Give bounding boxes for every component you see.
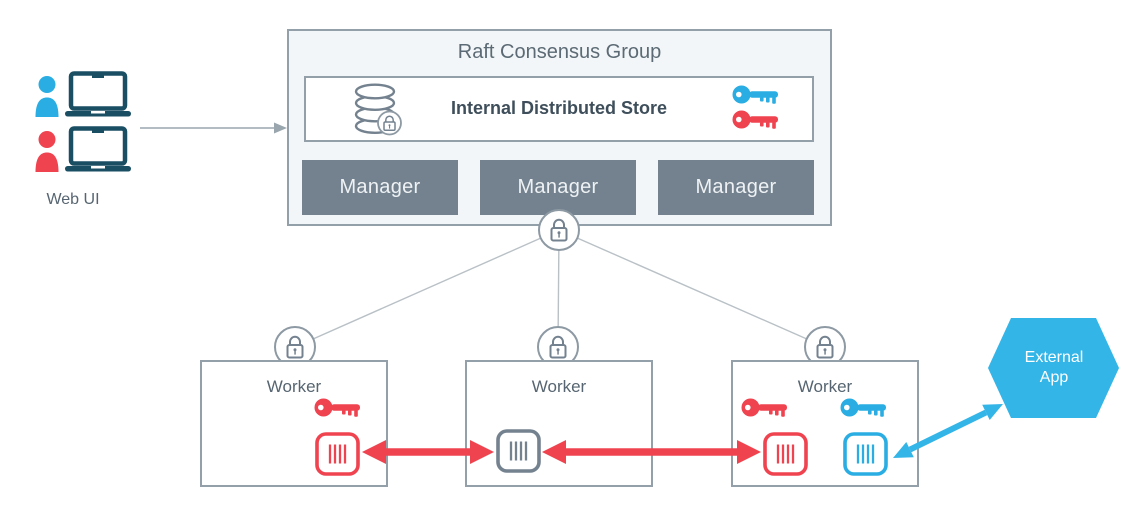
manager-box-2: Manager bbox=[480, 160, 636, 215]
manager-box-1: Manager bbox=[302, 160, 458, 215]
user-icon bbox=[35, 131, 59, 172]
manager-label: Manager bbox=[695, 176, 777, 198]
padlock-icon bbox=[549, 335, 567, 359]
lock-badge-icon bbox=[377, 110, 402, 136]
user-icon bbox=[35, 76, 59, 117]
padlock-icon bbox=[816, 335, 834, 359]
red-key-icon bbox=[741, 398, 787, 417]
database-lock-icon bbox=[354, 83, 402, 136]
blue-double-arrow bbox=[893, 404, 1003, 458]
gray-arrow bbox=[140, 122, 287, 134]
worker-label: Worker bbox=[266, 377, 322, 396]
red-key-icon bbox=[732, 110, 778, 129]
manager-box-3: Manager bbox=[658, 160, 814, 215]
worker-label: Worker bbox=[531, 377, 587, 396]
user-laptop-icon-red bbox=[35, 126, 131, 172]
raft-group-title: Raft Consensus Group bbox=[457, 41, 662, 63]
managers-lock-icon bbox=[538, 209, 580, 251]
blue-key-icon bbox=[732, 85, 778, 104]
laptop-icon bbox=[65, 126, 131, 172]
red-double-arrow-1 bbox=[362, 440, 494, 464]
red-container-icon bbox=[315, 432, 360, 476]
padlock-icon bbox=[550, 218, 568, 242]
laptop-icon bbox=[65, 71, 131, 117]
web-ui-label: Web UI bbox=[46, 191, 100, 208]
blue-key-icon bbox=[840, 398, 886, 417]
blue-container-icon bbox=[843, 432, 888, 476]
external-app-label: External App bbox=[1024, 349, 1084, 386]
internal-store-box: Internal Distributed Store bbox=[304, 76, 814, 142]
user-laptop-icon-blue bbox=[35, 71, 131, 117]
red-container-icon bbox=[763, 432, 808, 476]
manager-label: Manager bbox=[517, 176, 599, 198]
external-app-hexagon bbox=[988, 318, 1119, 418]
manager-label: Manager bbox=[339, 176, 421, 198]
internal-store-label: Internal Distributed Store bbox=[450, 98, 668, 118]
red-double-arrow-2 bbox=[542, 440, 761, 464]
gray-container-icon bbox=[496, 429, 541, 473]
padlock-icon bbox=[286, 335, 304, 359]
worker-label: Worker bbox=[797, 377, 853, 396]
worker-2-box: Worker bbox=[465, 360, 653, 487]
red-key-icon bbox=[314, 398, 360, 417]
